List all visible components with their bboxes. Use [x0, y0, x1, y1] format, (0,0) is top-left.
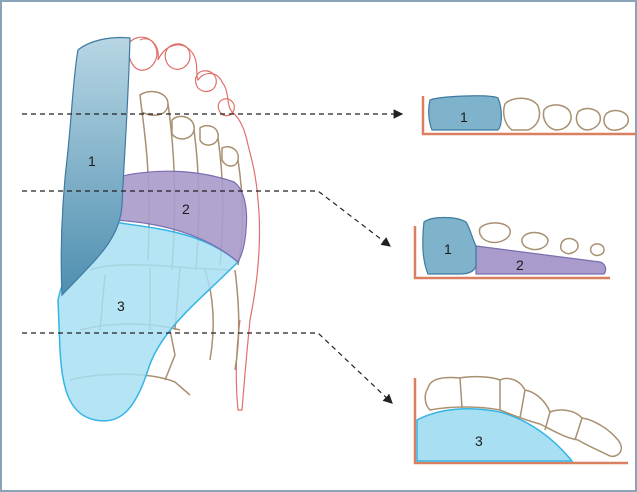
cross-section-2: 1 2	[415, 218, 610, 279]
region-2-label: 2	[182, 201, 190, 217]
cross-section-2-label-1: 1	[444, 241, 452, 257]
cross-section-1-label-1: 1	[460, 109, 468, 125]
cross-section-3: 3	[415, 377, 628, 463]
region-3-label: 3	[117, 298, 125, 314]
cross-section-1: 1	[423, 96, 636, 134]
cross-section-3-label-1: 3	[475, 433, 483, 449]
toe-outline-4	[218, 99, 234, 116]
toe-outline-big	[129, 37, 157, 70]
region-1-label: 1	[88, 153, 96, 169]
cross-section-2-label-2: 2	[516, 257, 524, 273]
